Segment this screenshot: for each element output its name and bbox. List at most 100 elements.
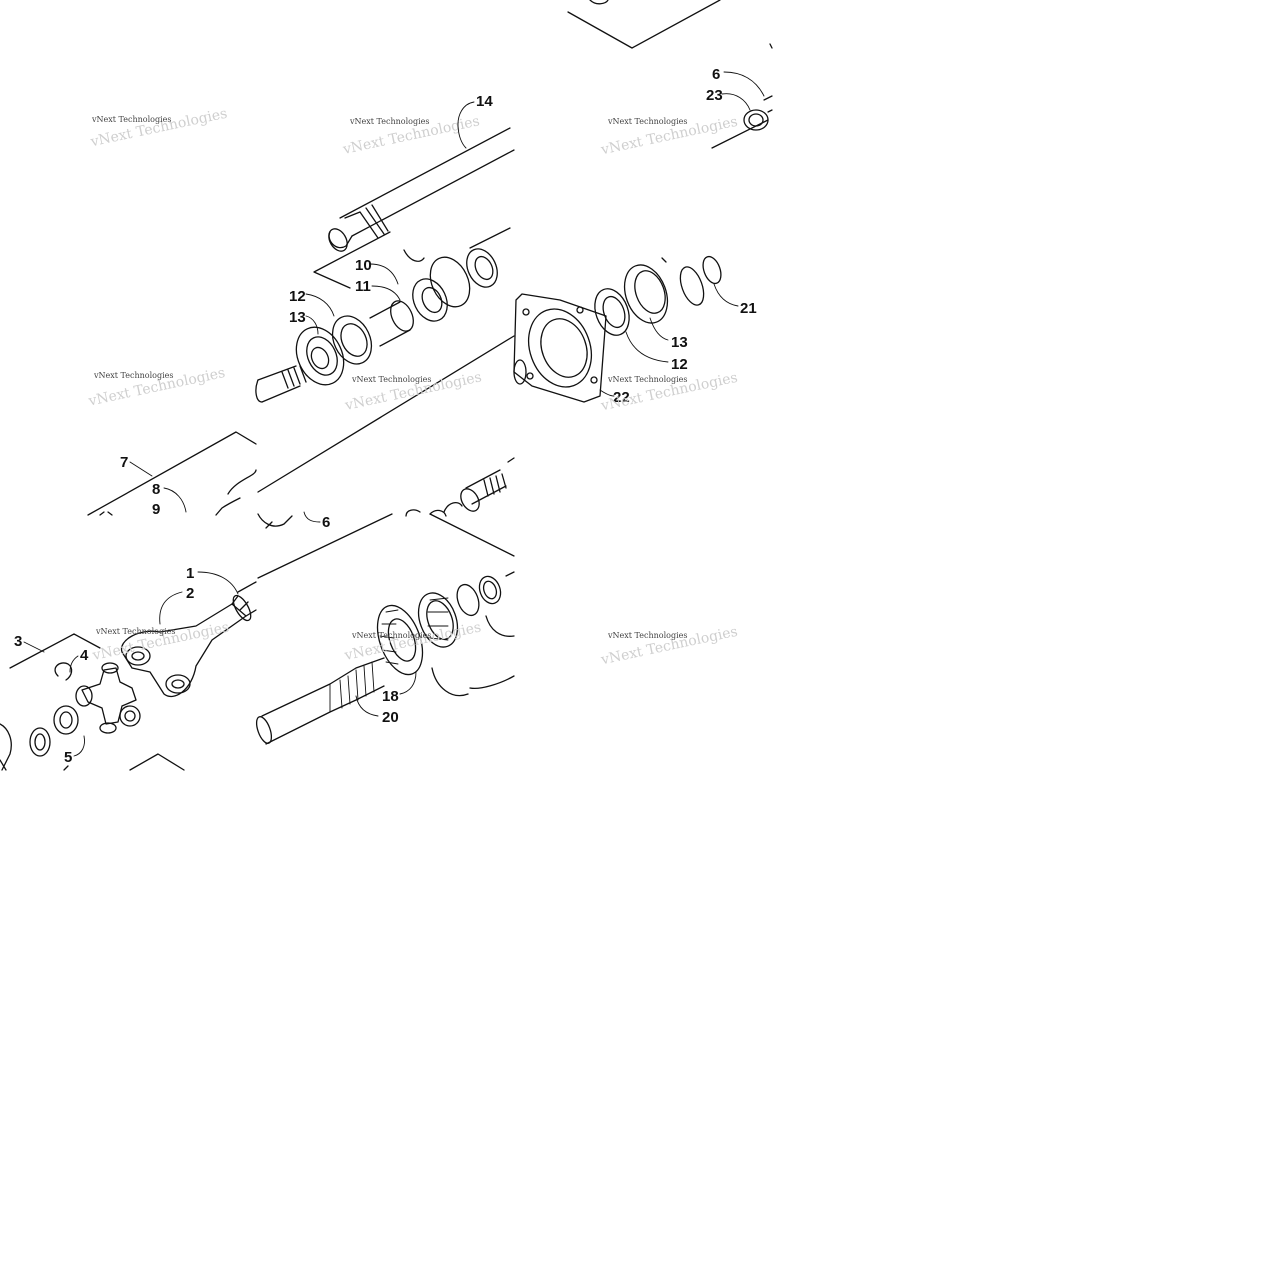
seal-12-left [331, 315, 373, 365]
leader-13-right [649, 317, 669, 341]
bearing-13-left [295, 326, 345, 386]
drive-shaft-20 [255, 657, 385, 745]
tile-r3c3: vNext Technologies vNext Technologies [443, 457, 739, 669]
callout-8: 8 [152, 481, 160, 498]
callout-14: 14 [476, 93, 493, 110]
seal-12-right [594, 288, 630, 336]
callout-11: 11 [355, 278, 371, 295]
leader-6-mid [303, 511, 321, 523]
tile-r2c2: 10 11 12 13 vNext Technologies vNext Tec… [255, 227, 515, 493]
yoke-2 [121, 594, 257, 698]
callout-20: 20 [382, 709, 399, 726]
tile-r2c1: vNext Technologies vNext Technologies [86, 365, 226, 410]
leader-8 [163, 487, 187, 513]
svg-text:vNext Technologies: vNext Technologies [607, 117, 687, 126]
leader-22 [599, 389, 615, 397]
leader-7 [129, 461, 153, 477]
drive-shaft-14 [328, 127, 515, 252]
svg-text:vNext Technologies: vNext Technologies [351, 375, 431, 384]
tile-r1c3: 6 23 vNext Technologies vNext Technologi… [567, 0, 773, 159]
housing-line-r2 [257, 335, 515, 493]
leader-5 [73, 735, 85, 757]
tile-r3c1: 7 8 9 1 2 3 4 [0, 431, 257, 771]
housing-outline-top [567, 0, 721, 49]
snap-ring-r3 [431, 667, 515, 697]
bearing-13-right [623, 264, 669, 324]
snap-ring-4 [54, 662, 73, 681]
svg-text:vNext Technologies: vNext Technologies [351, 631, 431, 640]
watermark-r1c1: vNext Technologies vNext Technologies [88, 106, 228, 151]
callout-23: 23 [706, 87, 723, 104]
assembly-bracket-r2 [313, 227, 511, 289]
leader-2 [159, 591, 183, 625]
svg-text:vNext Technologies: vNext Technologies [88, 106, 228, 151]
shaft-line-1 [237, 581, 257, 593]
watermark-r2c2: vNext Technologies vNext Technologies [343, 369, 483, 414]
callout-5: 5 [64, 749, 72, 766]
flange-22 [513, 293, 607, 403]
leader-1 [197, 571, 239, 595]
callout-3: 3 [14, 633, 22, 650]
assembly-bracket-7 [87, 431, 257, 516]
watermark-r3c3: vNext Technologies vNext Technologies [599, 624, 739, 669]
tile-r1c1: vNext Technologies vNext Technologies [88, 106, 228, 151]
tile-r1c2: vNext Technologies vNext Technologies 14 [328, 93, 515, 252]
svg-text:vNext Technologies: vNext Technologies [607, 375, 687, 384]
washer-r3 [456, 575, 502, 617]
leader-4 [69, 655, 79, 673]
watermark-r3c1: vNext Technologies vNext Technologies [90, 619, 230, 664]
watermark-r1c3: vNext Technologies vNext Technologies [599, 114, 739, 159]
pinion-gear-18 [376, 604, 424, 676]
callout-12-right: 12 [671, 356, 688, 373]
callout-4: 4 [80, 647, 89, 664]
spacer-11 [369, 300, 414, 347]
tile-r2c3: 21 13 12 22 vNext Technologies vNext Tec… [513, 255, 757, 415]
svg-text:vNext Technologies: vNext Technologies [342, 619, 482, 664]
callout-18: 18 [382, 688, 399, 705]
input-spline-r2 [465, 469, 507, 505]
leader-11 [371, 285, 401, 301]
leader-6-top [723, 71, 765, 97]
callout-9: 9 [152, 501, 160, 518]
callout-12-left: 12 [289, 288, 306, 305]
tile-r3c2: 6 18 20 vN [255, 509, 515, 745]
oring-21 [679, 255, 722, 306]
assembly-bracket-3 [9, 633, 101, 669]
leader-10 [369, 263, 399, 285]
watermark-r3c2: vNext Technologies vNext Technologies [342, 619, 482, 664]
leader-3 [23, 641, 45, 653]
callout-10: 10 [355, 257, 372, 274]
leader-13-left [305, 315, 319, 335]
leader-21 [713, 283, 739, 307]
svg-text:vNext Technologies: vNext Technologies [93, 371, 173, 380]
callout-1: 1 [186, 565, 194, 582]
leader-18 [399, 671, 417, 695]
callout-6-top: 6 [712, 66, 720, 83]
leader-20 [355, 695, 379, 717]
ring-gear-r2 [429, 248, 498, 308]
watermark-r2c1: vNext Technologies vNext Technologies [86, 365, 226, 410]
leader-12-left [305, 293, 335, 317]
callout-13-right: 13 [671, 334, 688, 351]
svg-text:vNext Technologies: vNext Technologies [95, 627, 175, 636]
callout-7: 7 [120, 454, 128, 471]
callout-22: 22 [613, 389, 630, 406]
leader-14 [457, 101, 475, 149]
callout-6-mid: 6 [322, 514, 330, 531]
svg-text:vNext Technologies: vNext Technologies [349, 117, 429, 126]
callout-21: 21 [740, 300, 757, 317]
output-spline-left [255, 365, 307, 403]
callout-2: 2 [186, 585, 194, 602]
svg-text:vNext Technologies: vNext Technologies [91, 115, 171, 124]
svg-text:vNext Technologies: vNext Technologies [607, 631, 687, 640]
callout-13-left: 13 [289, 309, 306, 326]
housing-line-r3 [257, 513, 393, 579]
leader-23 [721, 93, 751, 111]
bearing-cap-5 [29, 705, 79, 757]
bearing-r3 [417, 592, 459, 648]
washer-10 [412, 278, 448, 322]
u-joint-cross [75, 662, 141, 734]
watermark-r1c2: vNext Technologies vNext Technologies [341, 113, 481, 158]
leader-12-right [625, 331, 669, 363]
